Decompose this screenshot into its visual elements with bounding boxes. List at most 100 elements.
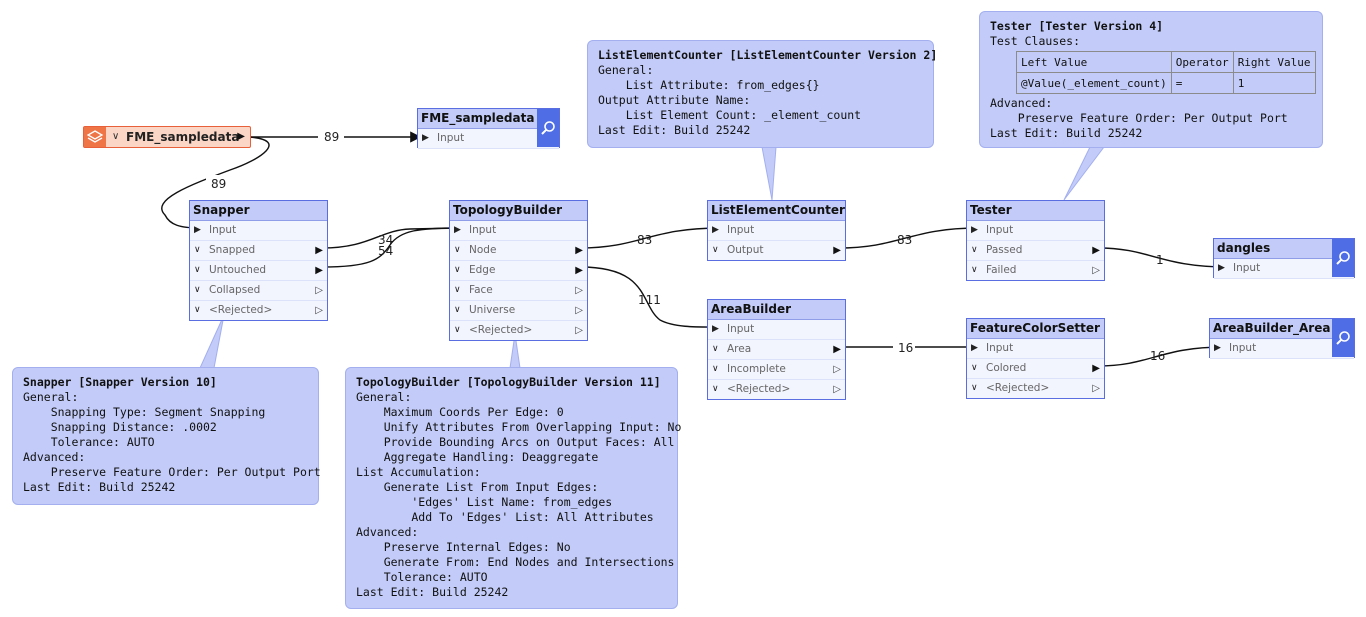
chevron-down-icon: ∨ — [454, 305, 461, 315]
output-port-untouched[interactable]: ∨Untouched▶ — [190, 261, 327, 281]
reader-name: FME_sampledata — [126, 130, 240, 144]
transformer-featurecolorsetter[interactable]: FeatureColorSetter ▶Input ∨Colored▶ ∨<Re… — [966, 318, 1105, 399]
output-port-arrow-icon[interactable]: ▶ — [237, 131, 245, 142]
chevron-down-icon: ∨ — [712, 245, 719, 255]
annotation-line: Aggregate Handling: Deaggregate — [356, 450, 599, 464]
input-port[interactable]: ▶Input — [450, 221, 587, 241]
output-port-colored[interactable]: ∨Colored▶ — [967, 359, 1104, 379]
output-port-failed[interactable]: ∨Failed▷ — [967, 261, 1104, 280]
output-arrow-icon: ▶ — [1092, 363, 1100, 374]
annotation-listelementcounter[interactable]: ListElementCounter [ListElementCounter V… — [587, 40, 938, 148]
annotation-line: Generate List From Input Edges: — [356, 480, 599, 494]
output-port-rejected[interactable]: ∨<Rejected>▷ — [708, 380, 845, 399]
chevron-down-icon: ∨ — [454, 245, 461, 255]
output-port-snapped[interactable]: ∨Snapped▶ — [190, 241, 327, 261]
output-port-passed[interactable]: ∨Passed▶ — [967, 241, 1104, 261]
link-count-label: 89 — [324, 130, 339, 144]
chevron-down-icon: ∨ — [712, 344, 719, 354]
output-port-collapsed[interactable]: ∨Collapsed▷ — [190, 281, 327, 301]
link-count-label: 83 — [637, 233, 652, 247]
annotation-title: ListElementCounter [ListElementCounter V… — [598, 48, 938, 62]
output-arrow-icon: ▶ — [1092, 245, 1100, 256]
output-port-output[interactable]: ∨Output▶ — [708, 241, 845, 260]
input-port[interactable]: ▶Input — [708, 221, 845, 241]
magnifier-icon[interactable] — [1332, 319, 1354, 357]
output-port-area[interactable]: ∨Area▶ — [708, 340, 845, 360]
link-untouched[interactable] — [321, 222, 462, 268]
input-port[interactable]: ▶ Input — [418, 129, 559, 149]
output-port-rejected[interactable]: ∨<Rejected>▷ — [450, 321, 587, 340]
link-colored[interactable] — [1097, 341, 1226, 367]
annotation-line: List Attribute: from_edges{} — [598, 78, 820, 92]
table-header: Operator — [1170, 51, 1234, 73]
magnifier-icon[interactable] — [1332, 239, 1354, 277]
annotation-line: Tolerance: AUTO — [23, 435, 155, 449]
annotation-line: Snapping Distance: .0002 — [23, 420, 217, 434]
chevron-down-icon[interactable]: ∨ — [112, 131, 120, 142]
transformer-listelementcounter[interactable]: ListElementCounter ▶Input ∨Output▶ — [707, 200, 846, 261]
annotation-line: Preserve Feature Order: Per Output Port — [990, 111, 1288, 125]
output-port-incomplete[interactable]: ∨Incomplete▷ — [708, 360, 845, 380]
output-port-rejected[interactable]: ∨<Rejected>▷ — [967, 379, 1104, 398]
annotation-line: Maximum Coords Per Edge: 0 — [356, 405, 564, 419]
inspector-dangles[interactable]: dangles ▶ Input — [1213, 238, 1355, 279]
link-reader-to-snapper[interactable] — [161, 136, 270, 234]
output-port-edge[interactable]: ∨Edge▶ — [450, 261, 587, 281]
output-arrow-open-icon: ▷ — [575, 305, 583, 316]
reader-feature-type[interactable]: ∨ FME_sampledata ▶ — [83, 126, 251, 148]
output-port-node[interactable]: ∨Node▶ — [450, 241, 587, 261]
transformer-topologybuilder[interactable]: TopologyBuilder ▶Input ∨Node▶ ∨Edge▶ ∨Fa… — [449, 200, 588, 341]
annotation-line: Last Edit: Build 25242 — [23, 480, 176, 494]
link-count-label: 1 — [1156, 253, 1164, 267]
annotation-line: Last Edit: Build 25242 — [598, 123, 751, 137]
annotation-title: Tester [Tester Version 4] — [990, 19, 1164, 33]
output-port-face[interactable]: ∨Face▷ — [450, 281, 587, 301]
chevron-down-icon: ∨ — [971, 265, 978, 275]
chevron-down-icon: ∨ — [194, 305, 201, 315]
note-tail-listelementcounter — [761, 146, 777, 201]
annotation-topologybuilder[interactable]: TopologyBuilder [TopologyBuilder Version… — [345, 367, 681, 609]
transformer-areabuilder[interactable]: AreaBuilder ▶Input ∨Area▶ ∨Incomplete▷ ∨… — [707, 299, 846, 400]
link-passed[interactable] — [1097, 247, 1230, 273]
transformer-title: Tester — [967, 201, 1104, 221]
table-cell: = — [1170, 72, 1234, 94]
link-output[interactable] — [837, 222, 980, 249]
annotation-line: Snapping Type: Segment Snapping — [23, 405, 266, 419]
link-count-label: 16 — [1150, 349, 1165, 363]
annotation-snapper[interactable]: Snapper [Snapper Version 10]General: Sna… — [12, 367, 321, 505]
link-edge[interactable] — [579, 266, 722, 333]
transformer-tester[interactable]: Tester ▶Input ∨Passed▶ ∨Failed▷ — [966, 200, 1105, 281]
input-port[interactable]: ▶Input — [190, 221, 327, 241]
output-port-rejected[interactable]: ∨<Rejected>▷ — [190, 301, 327, 320]
output-arrow-icon: ▶ — [833, 245, 841, 256]
chevron-down-icon: ∨ — [194, 265, 201, 275]
transformer-title: ListElementCounter — [708, 201, 845, 221]
magnifier-icon[interactable] — [537, 109, 559, 147]
annotation-tester[interactable]: Tester [Tester Version 4]Test Clauses:Le… — [979, 11, 1323, 148]
link-count-label: 54 — [378, 244, 393, 258]
input-port[interactable]: ▶Input — [708, 320, 845, 340]
input-arrow-icon: ▶ — [971, 343, 978, 353]
chevron-down-icon: ∨ — [194, 245, 201, 255]
inspector-fme-sampledata[interactable]: FME_sampledata ▶ Input — [417, 108, 560, 149]
table-header: Left Value — [1016, 51, 1172, 73]
chevron-down-icon: ∨ — [971, 383, 978, 393]
input-port[interactable]: ▶ Input — [1210, 339, 1354, 359]
output-port-universe[interactable]: ∨Universe▷ — [450, 301, 587, 321]
input-port[interactable]: ▶Input — [967, 221, 1104, 241]
link-snapped[interactable] — [321, 222, 462, 249]
input-arrow-icon: ▶ — [712, 225, 719, 235]
inspector-areabuilder-area[interactable]: AreaBuilder_Area ▶ Input — [1209, 318, 1355, 359]
link-node[interactable] — [579, 222, 722, 249]
link-count-label: 83 — [897, 233, 912, 247]
chevron-down-icon: ∨ — [454, 325, 461, 335]
input-arrow-icon: ▶ — [194, 225, 201, 235]
annotation-line: Tolerance: AUTO — [356, 570, 488, 584]
transformer-snapper[interactable]: Snapper ▶Input ∨Snapped▶ ∨Untouched▶ ∨Co… — [189, 200, 328, 321]
table-header: Right Value — [1232, 51, 1316, 73]
output-arrow-open-icon: ▷ — [315, 305, 323, 316]
input-port[interactable]: ▶Input — [967, 339, 1104, 359]
input-port[interactable]: ▶ Input — [1214, 259, 1354, 279]
